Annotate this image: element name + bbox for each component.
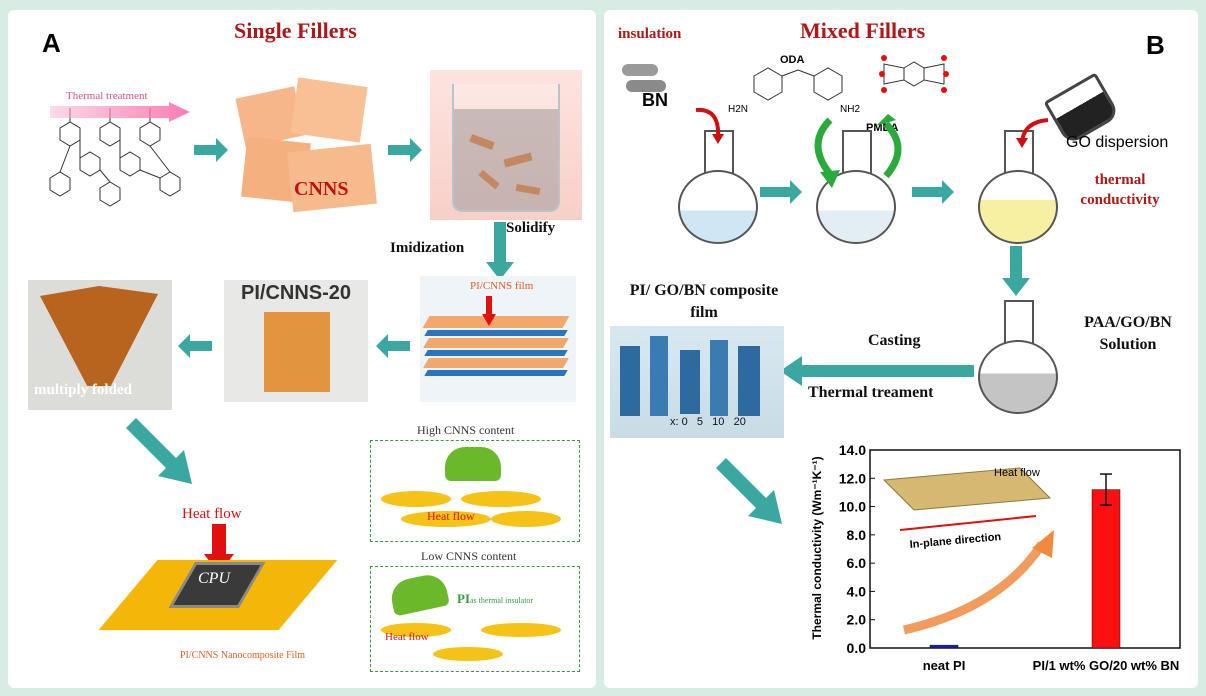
panel-b-title: Mixed Fillers (800, 18, 926, 43)
arrow-right-1 (194, 138, 228, 162)
y-tick-label: 2.0 (847, 612, 867, 628)
heat-arrow-small (482, 296, 496, 326)
cpu-board: Heat flow CPU PI/CNNS Nanocomposite Film (98, 500, 338, 670)
nh2-label: NH2 (840, 104, 861, 115)
solidify-label: Solidify (506, 220, 556, 236)
cn-molecule-image: Thermal treatment (30, 78, 190, 226)
go-dispersion-label: GO dispersion (1066, 134, 1169, 151)
casting-label: Casting (868, 332, 921, 349)
arrow-b-2 (912, 180, 954, 204)
arrow-diag-a (126, 418, 192, 484)
pi-cnns-20-sample: PI/CNNS-20 (224, 280, 368, 402)
film-label: PI/CNNS film (470, 280, 534, 292)
molecule-svg (49, 108, 181, 207)
folded-film-photo: multiply folded (28, 280, 172, 410)
heat-flow-high: Heat flow (427, 509, 475, 523)
arrow-diag-b (716, 458, 782, 524)
panel-a-letter: A (42, 28, 61, 58)
y-tick-label: 8.0 (847, 527, 867, 543)
arrow-b-1 (760, 180, 802, 204)
imidization-label: Imidization (390, 240, 465, 256)
cnns-sheets-image: CNNS (234, 77, 378, 216)
film-piece (264, 312, 330, 392)
add-arrow-1 (695, 107, 724, 144)
growth-arrow (902, 541, 1046, 635)
plot-frame (869, 449, 1181, 649)
heat-flow-low: Heat flow (385, 631, 429, 643)
car-icon-low (388, 571, 450, 617)
sample-label: PI/CNNS-20 (240, 282, 352, 304)
arrow-b-down (1002, 246, 1030, 296)
inset-heat-flow: Heat flow (994, 467, 1040, 479)
inset-direction-arrow (899, 515, 1037, 531)
cpu-label: CPU (198, 570, 230, 587)
heat-flow-label: Heat flow (182, 506, 242, 522)
composite-film-image: x: 0 5 10 20 (610, 326, 784, 438)
arrow-down-1 (486, 222, 514, 280)
high-content-box: High CNNS content Heat flow (370, 423, 580, 542)
flask-3 (978, 130, 1058, 244)
flask-1 (678, 130, 758, 244)
arrow-left-2 (178, 334, 212, 358)
beaker-image (430, 70, 582, 220)
oda-structure (753, 67, 843, 101)
inset-film (882, 467, 1052, 511)
x-tick-label: neat PI (923, 658, 966, 673)
nanocomposite-label: PI/CNNS Nanocomposite Film (180, 650, 306, 661)
high-content-label: High CNNS content (417, 423, 515, 437)
cnns-label: CNNS (294, 178, 349, 200)
x-tick-label: PI/1 wt% GO/20 wt% BN (1033, 658, 1180, 673)
y-tick-label: 14.0 (839, 442, 866, 458)
casting-arrow (780, 356, 974, 386)
insulation-label: insulation (618, 26, 682, 42)
y-tick-label: 6.0 (847, 555, 867, 571)
thermal-conductivity-label: thermal conductivity (1080, 172, 1160, 208)
y-tick-label: 12.0 (839, 470, 866, 486)
growth-arrow-head (1032, 530, 1054, 558)
pmda-structure (879, 55, 949, 93)
panel-a-title: Single Fillers (234, 18, 357, 43)
pi-cnns-film-image: PI/CNNS film (420, 276, 576, 402)
flask-4 (978, 300, 1058, 414)
pi-insulator-label: PIas thermal insulator (457, 591, 534, 606)
h2n-label: H2N (728, 104, 749, 115)
arrow-left-1 (376, 334, 410, 358)
bn-flake-2 (626, 80, 666, 92)
stir-arrows (814, 114, 902, 188)
low-content-box: Low CNNS content PIas thermal insulator … (370, 549, 580, 672)
y-tick-label: 0.0 (847, 640, 867, 656)
panel-b: Mixed Fillers B insulation BN ODA H2N NH… (604, 10, 1198, 688)
panel-a: A Single Fillers Thermal treatment (8, 10, 596, 688)
paa-solution-label: PAA/GO/BN Solution (1084, 314, 1172, 353)
panel-b-letter: B (1146, 30, 1165, 60)
arrow-right-2 (388, 138, 422, 162)
y-tick-label: 4.0 (847, 583, 867, 599)
multiply-folded-label: multiply folded (34, 382, 132, 398)
thermal-treatment-b-label: Thermal treament (808, 384, 934, 401)
thermal-arrow (50, 102, 190, 122)
bar-0 (929, 644, 959, 649)
composite-film-label: PI/ GO/BN composite film (629, 282, 779, 321)
low-content-label: Low CNNS content (421, 549, 517, 563)
car-icon (445, 447, 501, 481)
bn-flake-1 (622, 64, 658, 76)
inset-direction: In-plane direction (909, 531, 1002, 551)
thermal-treatment-label: Thermal treatment (66, 90, 148, 102)
oda-label: ODA (780, 54, 805, 66)
bn-label: BN (642, 90, 668, 110)
x-scale-label: x: 0 5 10 20 (670, 416, 746, 428)
add-arrow-3 (1016, 118, 1049, 148)
y-tick-label: 10.0 (839, 499, 866, 515)
bar-1 (1091, 489, 1121, 649)
